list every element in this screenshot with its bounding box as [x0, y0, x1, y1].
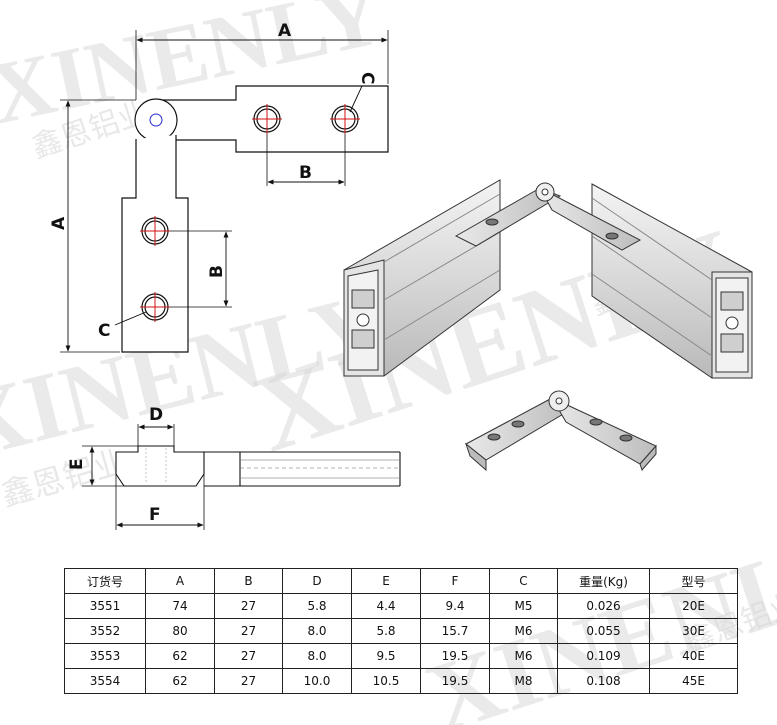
table-cell: 27: [214, 618, 283, 644]
header-e: E: [351, 568, 421, 594]
table-row: 3553 62 27 8.0 9.5 19.5 M6 0.109 40E: [64, 643, 738, 669]
table-cell: 20E: [649, 593, 738, 619]
dim-label-d: D: [149, 405, 163, 425]
top-view: [60, 30, 389, 353]
table-cell: M8: [489, 668, 558, 694]
table-cell: 80: [145, 618, 215, 644]
dim-label-a: A: [278, 21, 292, 41]
header-order-no: 订货号: [64, 568, 146, 594]
header-c: C: [489, 568, 558, 594]
table-cell: 3554: [64, 668, 146, 694]
table-cell: 19.5: [420, 643, 490, 669]
table-cell: 3551: [64, 593, 146, 619]
dim-label-c: C: [98, 321, 110, 341]
header-d: D: [282, 568, 352, 594]
side-view: [82, 424, 401, 530]
table-header-row: 订货号 A B D E F C 重量(Kg) 型号: [64, 568, 738, 594]
table-cell: 9.4: [420, 593, 490, 619]
hinge-circle: [134, 98, 178, 142]
dim-label-c: C: [357, 72, 377, 84]
table-cell: 27: [214, 668, 283, 694]
hinge-pin: [149, 113, 163, 127]
table-cell: 10.0: [282, 668, 352, 694]
bolt-hole: [252, 104, 282, 134]
table-cell: 0.109: [557, 643, 650, 669]
table-cell: M6: [489, 643, 558, 669]
dim-label-a: A: [49, 216, 69, 230]
table-cell: 45E: [649, 668, 738, 694]
table-cell: 62: [145, 643, 215, 669]
dim-label-b: B: [299, 163, 312, 183]
table-cell: 27: [214, 593, 283, 619]
table-cell: 0.026: [557, 593, 650, 619]
header-a: A: [145, 568, 215, 594]
table-row: 3552 80 27 8.0 5.8 15.7 M6 0.055 30E: [64, 618, 738, 644]
table-cell: 62: [145, 668, 215, 694]
connector-illustration: [464, 390, 657, 472]
table-cell: 30E: [649, 618, 738, 644]
header-b: B: [214, 568, 283, 594]
assembly-illustration: [343, 179, 753, 379]
table-cell: 4.4: [351, 593, 421, 619]
table-cell: 9.5: [351, 643, 421, 669]
table-cell: 8.0: [282, 643, 352, 669]
table-cell: M6: [489, 618, 558, 644]
table-cell: 5.8: [351, 618, 421, 644]
table-cell: 5.8: [282, 593, 352, 619]
table-cell: 0.108: [557, 668, 650, 694]
bolt-hole: [330, 104, 360, 134]
table-cell: 3552: [64, 618, 146, 644]
table-cell: 8.0: [282, 618, 352, 644]
table-cell: M5: [489, 593, 558, 619]
table-row: 3554 62 27 10.0 10.5 19.5 M8 0.108 45E: [64, 668, 738, 694]
table-cell: 19.5: [420, 668, 490, 694]
table-cell: 10.5: [351, 668, 421, 694]
table-cell: 40E: [649, 643, 738, 669]
bolt-hole: [140, 216, 170, 246]
table-cell: 15.7: [420, 618, 490, 644]
table-cell: 0.055: [557, 618, 650, 644]
table-cell: 27: [214, 643, 283, 669]
table-row: 3551 74 27 5.8 4.4 9.4 M5 0.026 20E: [64, 593, 738, 619]
dim-label-e: E: [67, 458, 87, 470]
dim-label-b: B: [207, 265, 227, 278]
header-model: 型号: [649, 568, 738, 594]
header-weight: 重量(Kg): [557, 568, 650, 594]
table-cell: 3553: [64, 643, 146, 669]
bolt-hole: [140, 292, 170, 322]
table-cell: 74: [145, 593, 215, 619]
spec-table: 订货号 A B D E F C 重量(Kg) 型号 3551 74 27 5.8…: [64, 568, 738, 694]
dim-label-f: F: [149, 505, 161, 525]
header-f: F: [420, 568, 490, 594]
